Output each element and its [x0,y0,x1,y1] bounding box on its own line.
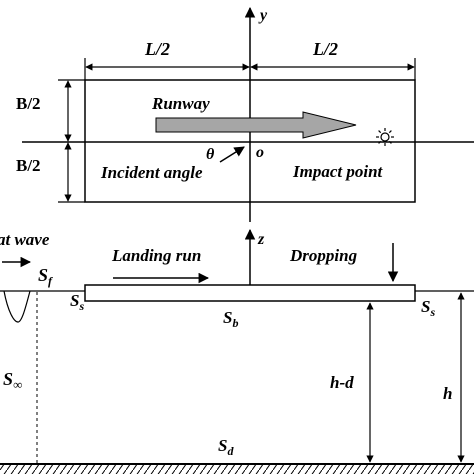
floating-runway-body [84,284,416,302]
half-length-left-label: L/2 [144,39,170,59]
runway-outline [84,79,416,203]
impact-point-label: Impact point [292,162,384,181]
seabed-label: Sd [218,436,234,458]
origin-label: o [256,144,264,161]
z-axis-label: z [257,231,265,248]
seabed-hatching [0,464,474,474]
side-surface-right-label: Ss [421,297,435,319]
landing-direction-arrow [155,111,357,139]
half-length-right-label: L/2 [312,39,338,59]
theta-label: θ [206,146,215,163]
side-view: z at wave Landing run Dropping Sf Ss Ss … [0,228,474,474]
wave-trough [3,290,31,323]
side-surface-left-label: Ss [70,291,84,313]
y-axis-label: y [258,7,268,24]
impact-point-icon [376,128,394,146]
top-view: y L/2 L/2 B/2 B/2 Runway θ o Incident an… [16,6,474,222]
incident-angle-label: Incident angle [100,163,203,182]
half-width-top-label: B/2 [16,94,41,113]
runway-label: Runway [151,94,210,113]
free-surface-label: Sf [38,265,53,288]
depth-label: h [443,384,452,403]
wave-label: at wave [0,230,50,249]
incident-angle-arrow [219,146,245,163]
half-width-bottom-label: B/2 [16,156,41,175]
body-surface-label: Sb [223,308,238,330]
far-field-label: S∞ [3,369,22,392]
depth-minus-draft-label: h-d [330,373,354,392]
landing-run-label: Landing run [111,246,201,265]
dropping-label: Dropping [289,246,358,265]
